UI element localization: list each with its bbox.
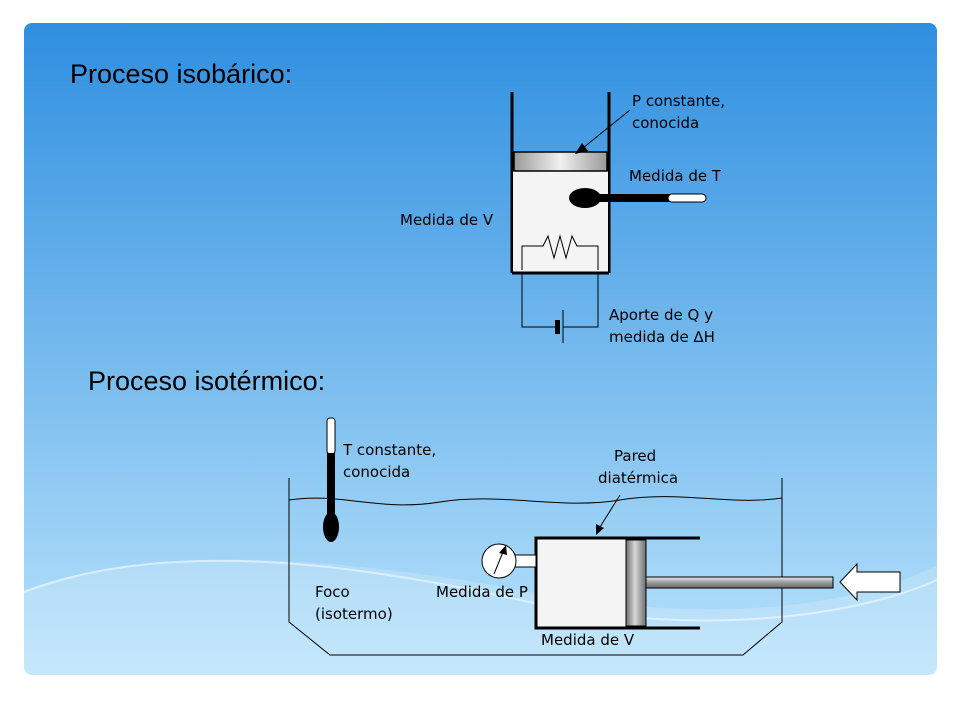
label-p-constante: P constante, <box>632 92 725 110</box>
piston-cylinder-gas <box>536 538 626 628</box>
wall-pointer-arrowhead <box>596 524 604 535</box>
bath-thermometer-stem <box>327 453 335 525</box>
isothermal-diagram: T constante, conocida Pared diatérmica F… <box>288 417 901 656</box>
battery-icon <box>555 320 560 334</box>
gauge-needle <box>493 551 504 575</box>
piston-lid <box>513 151 608 172</box>
background-wave-line <box>23 559 938 622</box>
label-t-constante: T constante, <box>342 441 436 459</box>
label-medida-p: Medida de P <box>436 583 528 601</box>
label-medida-h: medida de ∆H <box>609 328 715 346</box>
heading-isobaric: Proceso isobárico: <box>70 59 293 89</box>
gas-interior <box>513 171 608 273</box>
heater-resistor <box>521 234 599 270</box>
push-arrow-icon <box>839 562 901 602</box>
gauge-connector <box>513 554 537 568</box>
isobaric-diagram: P constante, conocida Medida de T Medida… <box>400 92 725 346</box>
thermometer-stem <box>592 194 670 202</box>
label-conocida: conocida <box>632 114 699 132</box>
bath-thermometer-bulb <box>323 512 339 542</box>
pressure-pointer-line <box>582 109 631 149</box>
label-diatermica: diatérmica <box>598 469 678 487</box>
piston-cylinder-body <box>534 536 700 630</box>
piston-rod <box>645 576 834 589</box>
gauge-needle-tip <box>499 545 507 555</box>
label-medida-v: Medida de V <box>400 211 494 229</box>
thermal-bath <box>288 478 783 656</box>
water-surface <box>288 496 783 506</box>
label-conocida-t: conocida <box>343 463 410 481</box>
label-pared: Pared <box>614 447 656 465</box>
wall-pointer-line <box>599 494 621 528</box>
heater-circuit <box>521 273 555 328</box>
label-aporte-q: Aporte de Q y <box>609 306 713 324</box>
piston-head <box>625 539 647 627</box>
heading-isothermal: Proceso isotérmico: <box>88 366 326 396</box>
thermometer-tip <box>667 193 707 203</box>
thermometer-bulb <box>569 188 601 208</box>
label-isotermo: (isotermo) <box>315 605 393 623</box>
heater-circuit-return <box>563 273 599 328</box>
background-wave <box>24 559 937 675</box>
label-medida-v-iso: Medida de V <box>541 631 635 649</box>
background-panel <box>24 23 937 675</box>
bath-thermometer-top <box>326 417 336 455</box>
label-foco: Foco <box>315 583 350 601</box>
pressure-pointer-arrowhead <box>575 143 588 154</box>
label-medida-t: Medida de T <box>629 167 722 185</box>
